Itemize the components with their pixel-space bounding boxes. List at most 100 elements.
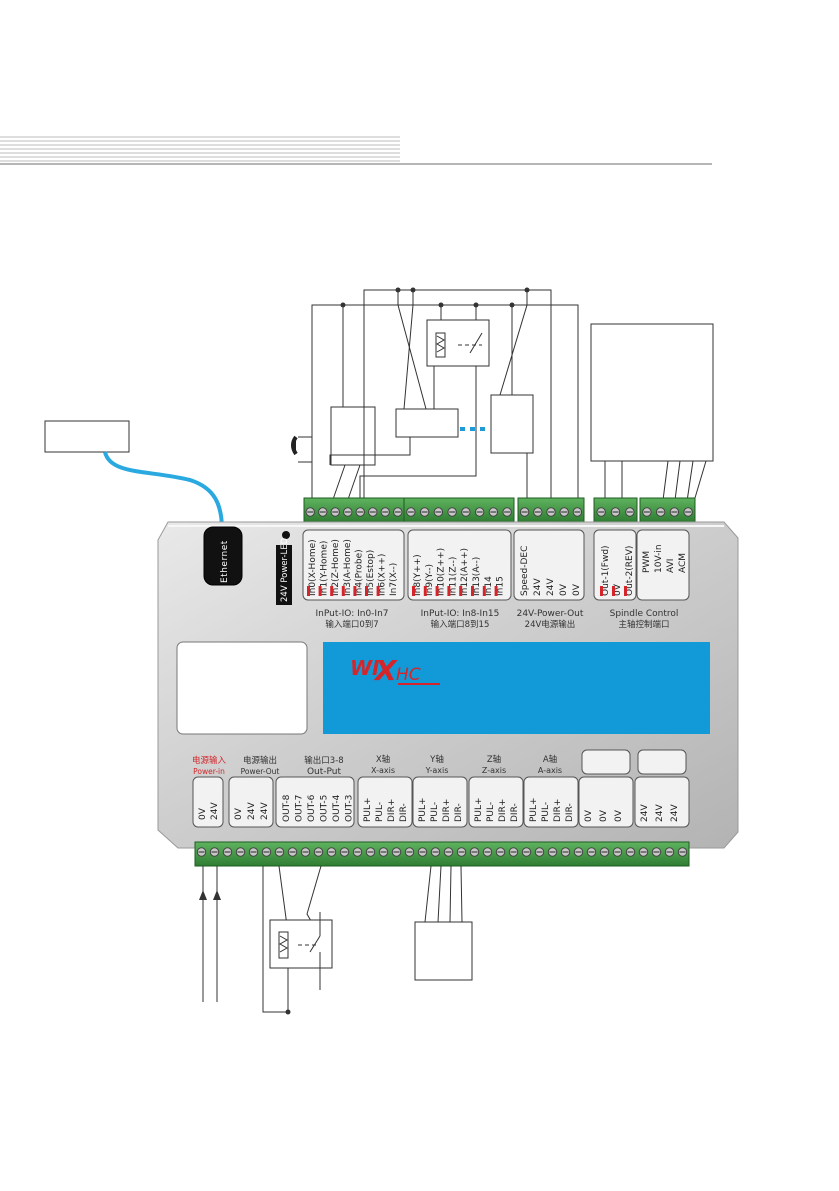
gnd-pin-0: 0V [584,809,594,822]
spindle-b-pin-4: 10V-in [654,544,664,573]
bottom-plates [192,776,690,828]
out-pin-4: OUT-4 [332,794,342,822]
spindle-b-pin-6: ACM [678,553,688,573]
spindle-b-pin-5: AVI [666,559,676,573]
in-b-pin-2: In10(Z++) [437,548,447,596]
spindle-inverter-box [590,323,714,462]
y-axis-title: Y-axis [425,766,449,775]
brand-logo: WI X HC [350,654,440,687]
power-led-label: 24V Power-LED [280,537,290,602]
in-a-pin-2: In2(Z-Home) [331,539,341,596]
top-plates [302,529,690,601]
in-b-pin-0: In8(Y++) [413,554,423,596]
blank-plate-2 [637,749,687,775]
pwr-out-pin-2: 24V [546,578,556,596]
x-axis-title-cn: X轴 [376,754,390,765]
v24-pin-0: 24V [640,804,650,822]
relay-top [426,319,490,367]
pwr-in-pin-0: 0V [198,807,208,820]
z-pin-1: PUL- [486,802,496,822]
in-a-pin-7: In7(X--) [389,563,399,596]
z-pin-0: PUL+ [474,797,484,822]
spindle-a-pin-1: 0V [613,583,623,596]
pwr-out-b-pin-0: 0V [234,807,244,820]
pwr-out-pin-4: 0V [572,583,582,596]
y-pin-2: DIR+ [442,799,452,822]
z-pin-3: DIR- [510,803,520,822]
pwr-out-pin-0: Speed-DEC [520,546,530,596]
in-a-pin-5: In5(Estop) [366,550,376,596]
v24-pin-1: 24V [655,804,665,822]
in-b-pin-7: In15 [496,576,506,596]
in-a-pin-6: In6(X++) [378,554,388,596]
stepper-driver-box [414,921,473,981]
z-axis-title: Z-axis [482,766,506,775]
out-pin-2: OUT-6 [307,794,317,822]
sensor-box-2 [490,394,534,454]
top-pin-labels: In0(X-Home)In1(Y-Home)In2(Z-Home)In3(A-H… [307,539,688,596]
a-axis-title: A-axis [538,766,562,775]
y-pin-3: DIR- [454,803,464,822]
top-screws [305,507,693,517]
in-a-pin-0: In0(X-Home) [308,539,318,596]
header-rule [0,136,712,165]
display-window [176,641,308,735]
y-axis-title-cn: Y轴 [429,754,444,765]
z-pin-2: DIR+ [498,799,508,822]
power-out-b-title: Power-Out [241,767,280,776]
gnd-pin-2: 0V [614,809,624,822]
spindle-a-pin-0: Out-1(Fwd) [601,545,611,596]
input-group1-title: InPut-IO: In0-In7 [316,609,389,619]
pwr-out-pin-1: 24V [533,578,543,596]
pwr-out-pin-3: 0V [559,583,569,596]
ethernet-label: Ethernet [220,540,230,583]
in-a-pin-3: In3(A-Home) [343,539,353,596]
blank-plate-1 [581,749,631,775]
input-group2-title-cn: 输入端口8到15 [431,619,490,630]
in-a-pin-4: In4(Probe) [354,549,364,596]
svg-text:HC: HC [396,665,421,685]
x-pin-0: PUL+ [363,797,373,822]
brand-panel [323,642,710,734]
power-arrows [199,890,291,1015]
spindle-title: Spindle Control [610,609,679,619]
output-title-cn: 输出口3-8 [304,755,343,766]
x-pin-2: DIR+ [387,799,397,822]
junction-dots [340,287,530,308]
pc-box [44,420,130,453]
a-pin-2: DIR+ [553,799,563,822]
y-pin-0: PUL+ [418,797,428,822]
pwr-out-b-pin-1: 24V [247,802,257,820]
power-out-title: 24V-Power-Out [517,609,584,619]
z-axis-title-cn: Z轴 [487,754,501,765]
output-title: Out-Put [307,767,342,777]
a-pin-3: DIR- [565,803,575,822]
in-b-pin-1: In9(Y--) [425,564,435,596]
power-out-title-cn: 24V电源输出 [525,619,576,630]
in-b-pin-5: In13(A--) [472,557,482,596]
pwr-in-pin-1: 24V [210,802,220,820]
y-pin-1: PUL- [430,802,440,822]
power-led-icon [282,531,290,539]
a-axis-title-cn: A轴 [543,754,557,765]
estop-switch-box [330,406,376,466]
out-pin-3: OUT-5 [320,795,330,822]
probe-icon [291,435,298,456]
ethernet-cable [103,451,224,531]
bottom-wiring [202,865,463,1013]
input-group2-title: InPut-IO: In8-In15 [421,609,500,619]
out-pin-5: OUT-3 [345,795,355,822]
ethernet-port[interactable]: Ethernet [203,526,243,586]
bottom-screws [196,847,688,857]
x-axis-title: X-axis [371,766,395,775]
v24-pin-2: 24V [670,804,680,822]
in-b-pin-3: In11(Z--) [448,557,458,596]
power-out-b-title-cn: 电源输出 [243,755,277,766]
spindle-a-pin-2: Out-2(REV) [625,546,635,596]
svg-text:WI: WI [350,656,380,680]
gnd-pin-1: 0V [599,809,609,822]
in-b-pin-6: In14 [484,576,494,596]
top-wiring [298,289,707,509]
